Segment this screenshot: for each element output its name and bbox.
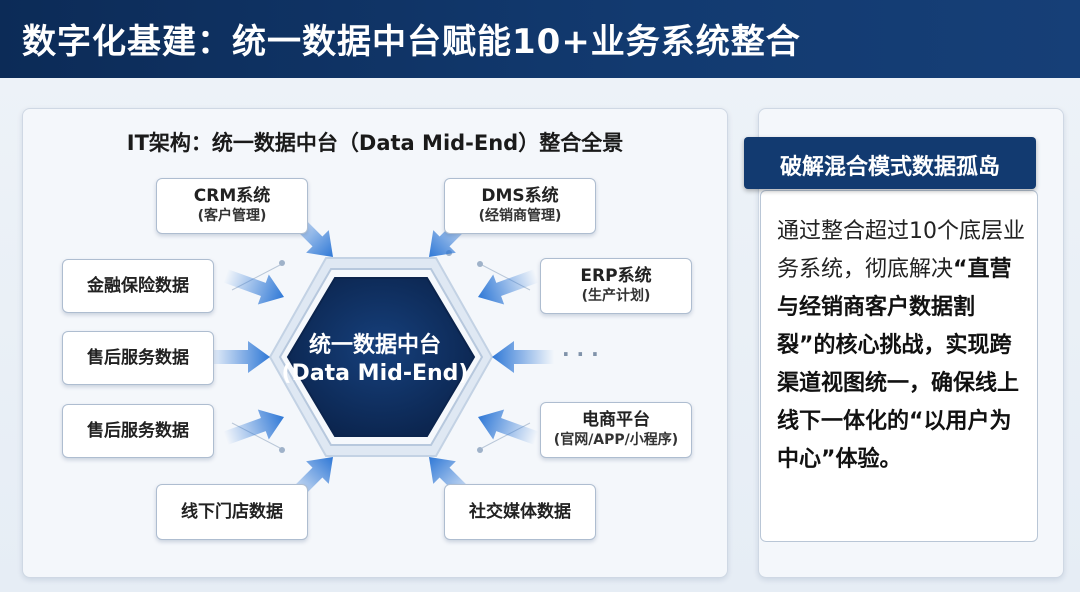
- center-hub-sublabel: (Data Mid-End): [281, 361, 469, 386]
- node-label: 售后服务数据: [87, 420, 189, 441]
- description-box: 通过整合超过10个底层业务系统，彻底解决“直营与经销商客户数据割裂”的核心挑战，…: [760, 190, 1038, 542]
- node-offline-stores: 线下门店数据: [156, 484, 308, 540]
- node-aftersales-1: 售后服务数据: [62, 331, 214, 385]
- center-hub-label: 统一数据中台: [308, 333, 441, 358]
- insight-tag: 破解混合模式数据孤岛: [744, 137, 1036, 189]
- arrow-aftersales-1: [208, 341, 270, 373]
- node-sublabel: (客户管理): [197, 208, 267, 224]
- page-title: 数字化基建：统一数据中台赋能10+业务系统整合: [22, 22, 801, 62]
- node-erp: ERP系统 (生产计划): [540, 258, 692, 314]
- node-label: DMS系统: [481, 186, 559, 206]
- diagram-title: IT架构：统一数据中台（Data Mid-End）整合全景: [126, 131, 624, 155]
- node-sublabel: (经销商管理): [478, 208, 562, 224]
- node-sublabel: (生产计划): [581, 288, 651, 304]
- circuit-dots: [279, 250, 483, 453]
- insight-tag-label: 破解混合模式数据孤岛: [779, 155, 1000, 180]
- hexagon-core: [286, 277, 476, 437]
- node-label: CRM系统: [193, 186, 271, 206]
- node-dms: DMS系统 (经销商管理): [444, 178, 596, 234]
- node-finance-insurance: 金融保险数据: [62, 259, 214, 313]
- node-ecommerce: 电商平台 (官网/APP/小程序): [540, 402, 692, 458]
- node-label: 线下门店数据: [181, 501, 283, 522]
- node-label: 售后服务数据: [87, 347, 189, 368]
- arrow-ecommerce: [478, 409, 539, 445]
- description-intro: 通过整合超过10个底层业务系统，彻底解决: [777, 219, 1025, 282]
- header-banner: 数字化基建：统一数据中台赋能10+业务系统整合: [0, 0, 1080, 78]
- arrow-aftersales-2: [223, 409, 284, 445]
- node-label: 社交媒体数据: [469, 501, 571, 522]
- node-crm: CRM系统 (客户管理): [156, 178, 308, 234]
- node-label: 电商平台: [582, 410, 650, 430]
- arrow-erp: [478, 269, 539, 305]
- node-aftersales-2: 售后服务数据: [62, 404, 214, 458]
- node-social-media: 社交媒体数据: [444, 484, 596, 540]
- description-text: 通过整合超过10个底层业务系统，彻底解决“直营与经销商客户数据割裂”的核心挑战，…: [777, 213, 1027, 479]
- description-highlight: “直营与经销商客户数据割裂”的核心挑战，实现跨渠道视图统一，确保线上线下一体化的…: [777, 257, 1020, 472]
- node-label: 金融保险数据: [87, 275, 189, 296]
- arrow-ellipsis: [492, 341, 554, 373]
- ellipsis-indicator: · · ·: [562, 342, 599, 366]
- node-sublabel: (官网/APP/小程序): [553, 432, 679, 448]
- node-label: ERP系统: [580, 266, 652, 286]
- arrow-finance: [223, 269, 284, 305]
